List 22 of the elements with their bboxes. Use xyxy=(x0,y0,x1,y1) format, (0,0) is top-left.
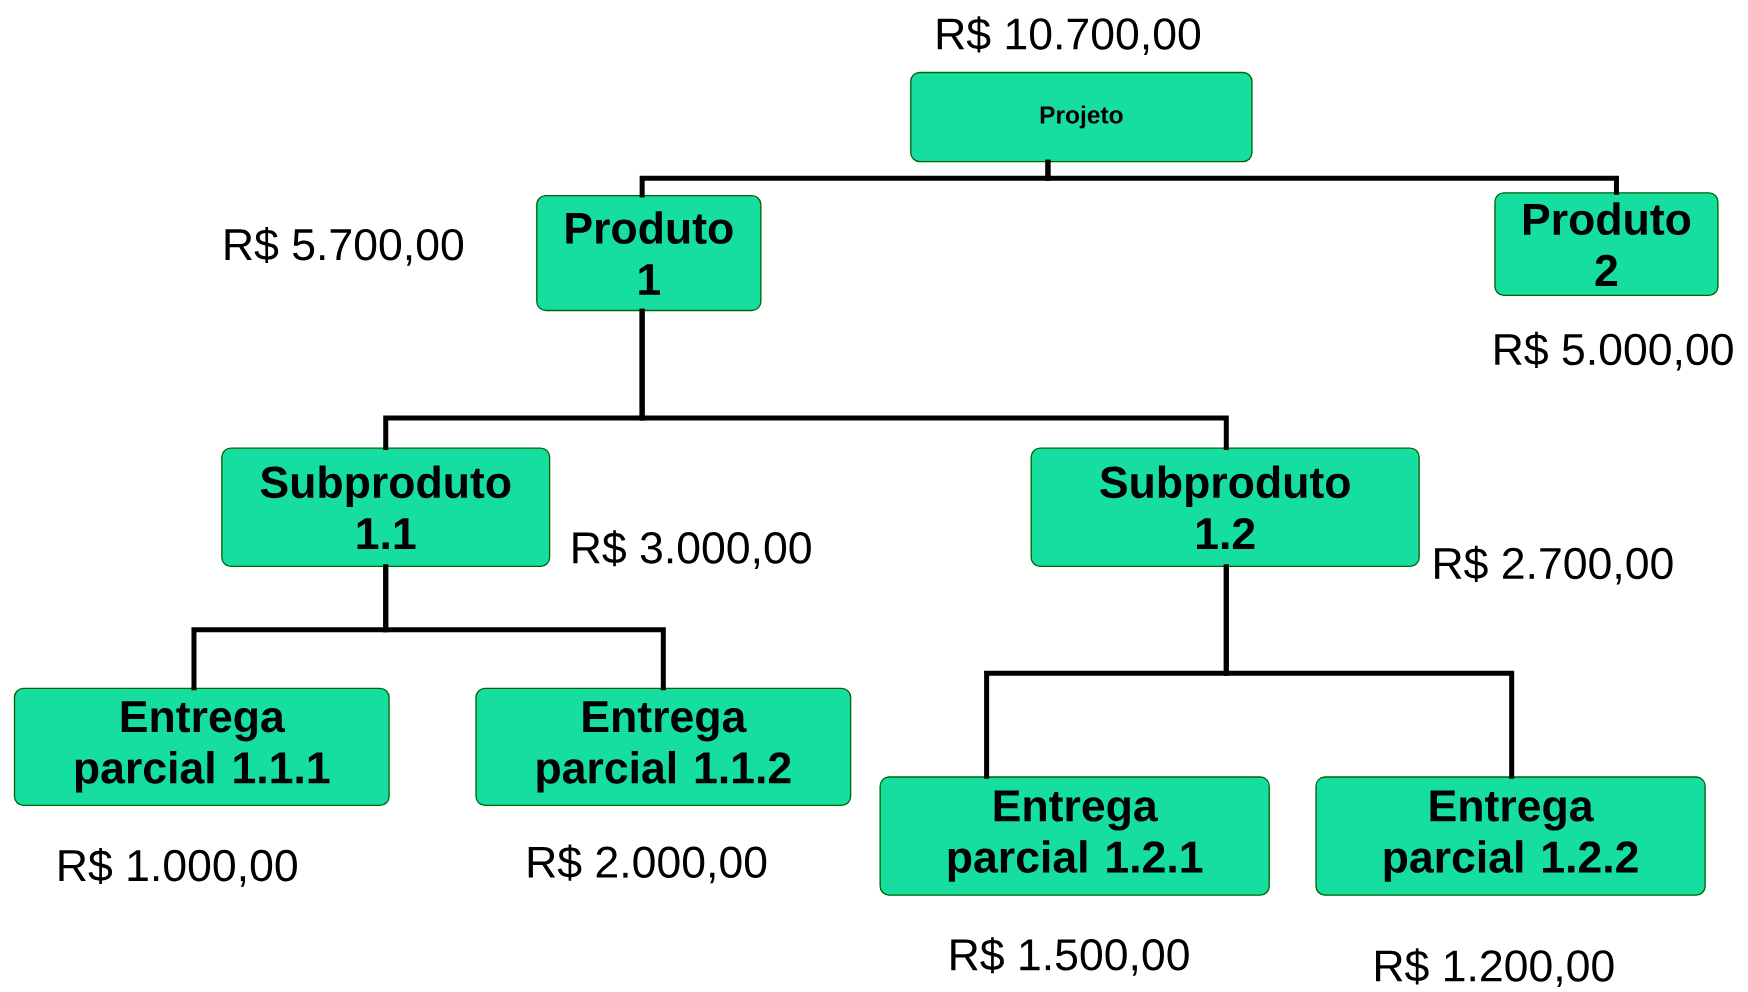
cost-label: R$ 10.700,00 xyxy=(937,16,1201,55)
wbs-box: Produto 1 xyxy=(536,194,762,312)
cost-label: R$ 3.000,00 xyxy=(573,530,811,569)
cost-label: R$ 5.700,00 xyxy=(225,226,464,266)
connector-line xyxy=(383,564,666,691)
wbs-box: Produto 2 xyxy=(1494,192,1719,296)
cost-label: R$ 2.000,00 xyxy=(528,844,767,884)
cost-label: R$ 1.200,00 xyxy=(1376,948,1614,987)
cost-label: R$ 5.000,00 xyxy=(1495,331,1733,371)
cost-label: R$ 1.500,00 xyxy=(951,937,1189,976)
wbs-box: Entrega parcial 1.1.2 xyxy=(475,687,852,807)
cost-label: R$ 1.000,00 xyxy=(59,847,297,887)
wbs-box: Entrega parcial 1.2.2 xyxy=(1315,776,1706,896)
connector-line xyxy=(1223,564,1515,779)
wbs-box: Subproduto 1.1 xyxy=(221,447,551,567)
cost-label: R$ 2.700,00 xyxy=(1435,545,1673,585)
wbs-box: Subproduto 1.2 xyxy=(1030,447,1420,567)
connector-line xyxy=(1045,159,1619,195)
wbs-box: Entrega parcial 1.1.1 xyxy=(13,687,390,807)
connector-line xyxy=(639,308,1229,450)
wbs-box: Entrega parcial 1.2.1 xyxy=(879,776,1270,896)
wbs-box: Projeto xyxy=(910,71,1253,163)
